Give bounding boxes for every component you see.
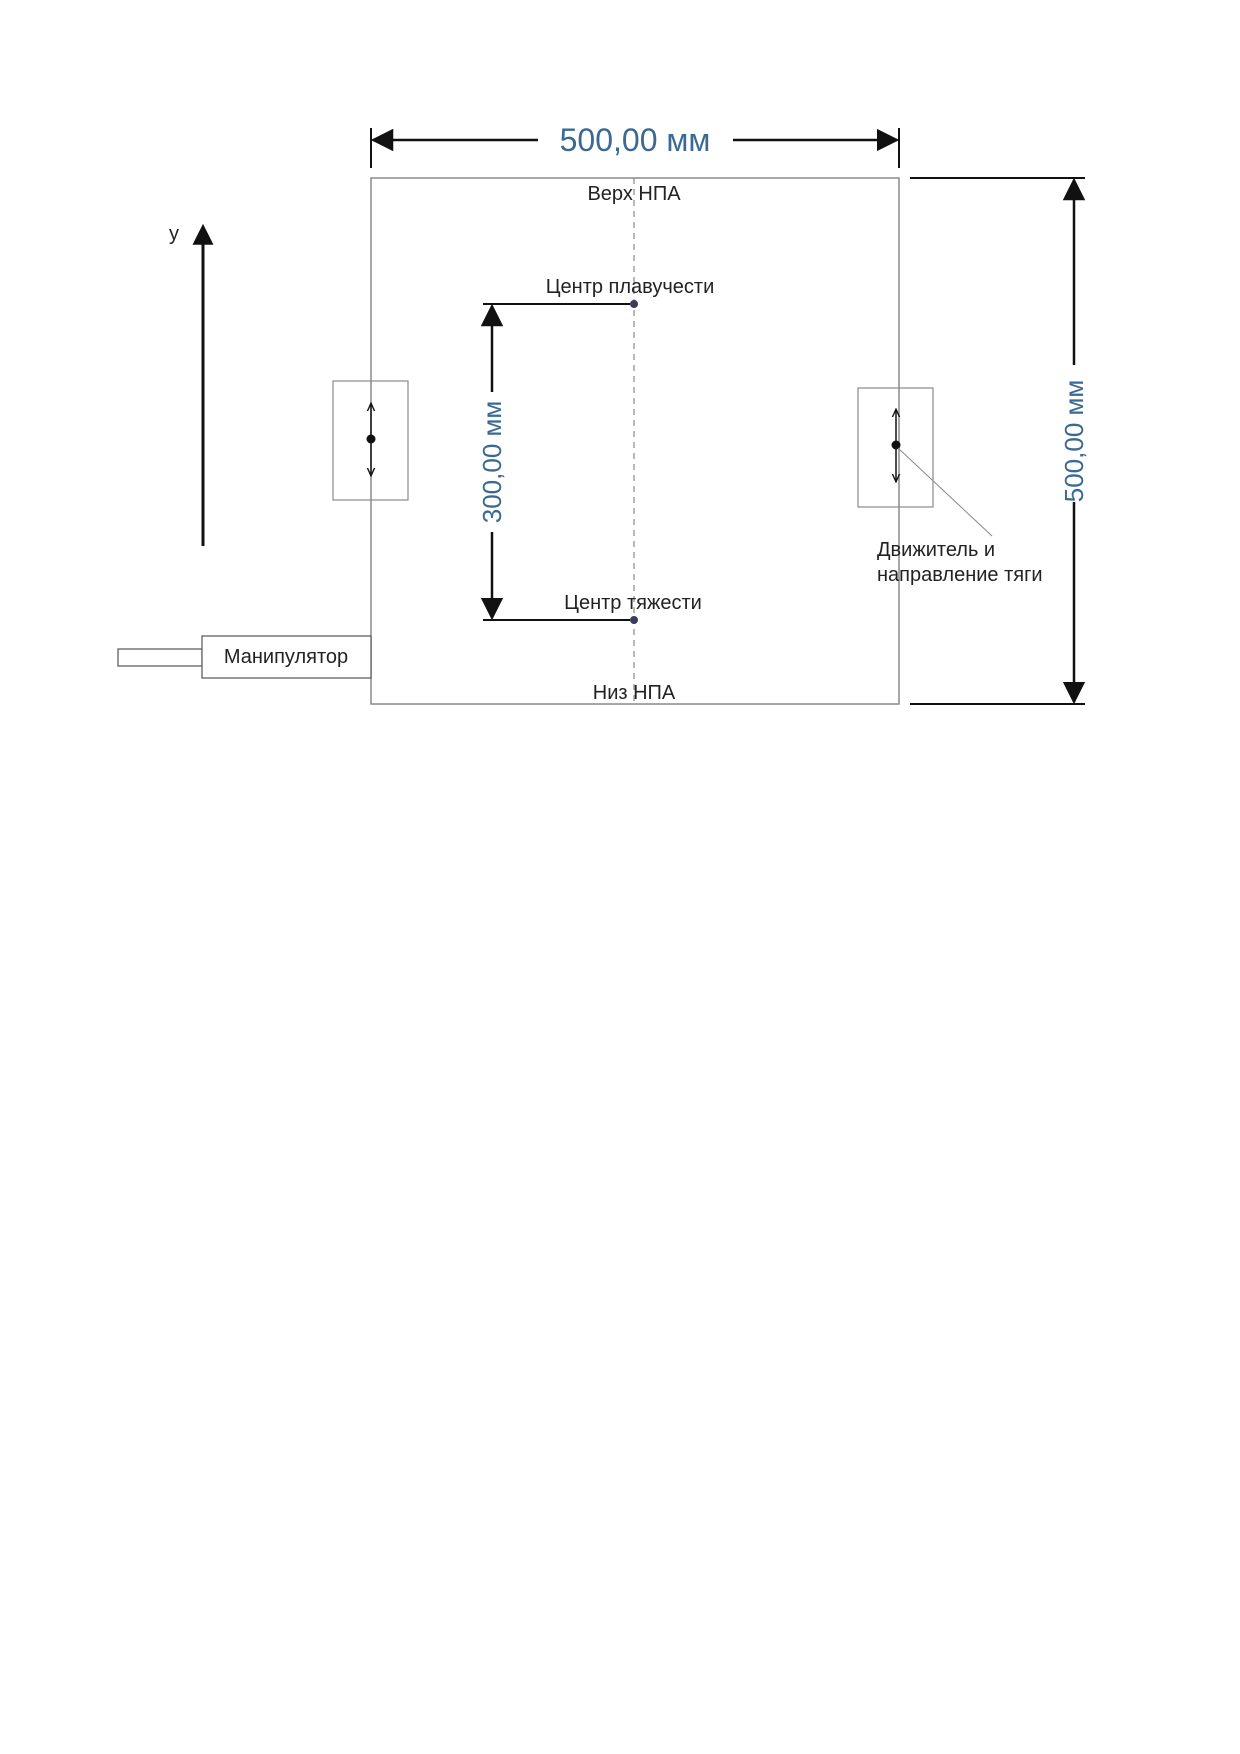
thruster-callout: Движитель и направление тяги	[877, 447, 1043, 586]
y-axis: y	[169, 223, 214, 546]
left-thruster	[332, 380, 409, 501]
center-of-buoyancy-label: Центр плавучести	[546, 276, 715, 298]
vehicle-outline	[370, 177, 900, 705]
cg-cb-dimension-label: 300,00 мм	[477, 401, 507, 524]
height-dimension-label: 500,00 мм	[1059, 380, 1089, 503]
center-of-gravity: Центр тяжести	[483, 592, 702, 624]
thruster-callout-line2: направление тяги	[877, 564, 1043, 586]
right-thruster-dot	[891, 440, 901, 450]
bottom-label: Низ НПА	[593, 682, 676, 704]
thruster-callout-line1: Движитель и	[877, 539, 995, 561]
y-axis-label: y	[169, 223, 179, 245]
manipulator-label: Манипулятор	[224, 646, 348, 668]
top-label: Верх НПА	[587, 183, 681, 205]
right-thruster	[857, 387, 934, 508]
center-of-gravity-label: Центр тяжести	[564, 592, 702, 614]
width-dimension-label: 500,00 мм	[560, 122, 711, 158]
left-thruster-dot	[366, 434, 376, 444]
cg-cb-dimension: 300,00 мм	[477, 303, 507, 621]
height-dimension: 500,00 мм	[910, 177, 1089, 705]
manipulator: Манипулятор	[117, 635, 372, 679]
width-dimension: 500,00 мм	[370, 122, 900, 168]
center-of-buoyancy: Центр плавучести	[483, 276, 714, 308]
